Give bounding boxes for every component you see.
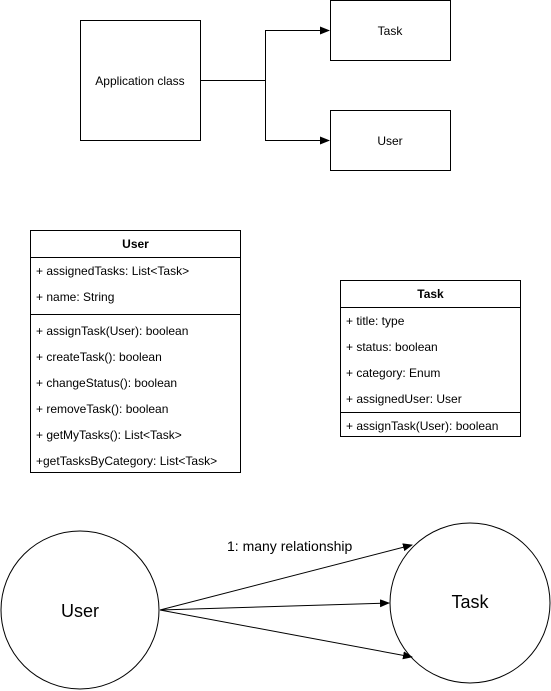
task-attribute: + category: Enum bbox=[346, 366, 441, 380]
task-class-name: Task bbox=[341, 281, 520, 308]
connector-application-to-task bbox=[200, 26, 330, 81]
user-methods: + assignTask(User): boolean + createTask… bbox=[31, 314, 240, 474]
user-method: + createTask(): boolean bbox=[36, 350, 162, 364]
relationship-arrow-middle bbox=[159, 599, 390, 611]
task-attribute: + status: boolean bbox=[346, 340, 438, 354]
task-methods: + assignTask(User): boolean bbox=[341, 412, 520, 439]
user-method: + removeTask(): boolean bbox=[36, 402, 169, 416]
task-uml-class: Task + title: type + status: boolean + c… bbox=[340, 280, 521, 437]
task-box-label: Task bbox=[378, 24, 404, 38]
user-class-name: User bbox=[31, 231, 240, 258]
user-method: +getTasksByCategory: List<Task> bbox=[36, 454, 218, 468]
user-method: + changeStatus(): boolean bbox=[36, 376, 178, 390]
connector-application-to-user bbox=[265, 80, 330, 145]
task-method: + assignTask(User): boolean bbox=[346, 419, 499, 433]
user-method: + assignTask(User): boolean bbox=[36, 324, 189, 338]
user-box-label: User bbox=[377, 134, 402, 148]
user-uml-class: User + assignedTasks: List<Task> + name:… bbox=[30, 230, 241, 473]
task-circle-label: Task bbox=[451, 592, 489, 612]
user-circle-label: User bbox=[61, 601, 99, 621]
user-attribute: + assignedTasks: List<Task> bbox=[36, 264, 190, 278]
user-circle bbox=[0, 530, 160, 690]
user-method: + getMyTasks(): List<Task> bbox=[36, 428, 182, 442]
relationship-label: 1: many relationship bbox=[227, 538, 353, 554]
application-class-label: Application class bbox=[95, 74, 184, 88]
user-box bbox=[330, 110, 451, 171]
relationship-arrow-top bbox=[159, 543, 413, 611]
task-attribute: + title: type bbox=[346, 314, 405, 328]
application-class-box bbox=[80, 20, 201, 141]
task-circle bbox=[389, 522, 551, 684]
user-attributes: + assignedTasks: List<Task> + name: Stri… bbox=[31, 258, 240, 314]
task-attribute: + assignedUser: User bbox=[346, 392, 462, 406]
user-attribute: + name: String bbox=[36, 290, 115, 304]
relationship-arrow-bottom bbox=[159, 609, 413, 660]
task-box bbox=[330, 0, 451, 61]
task-attributes: + title: type + status: boolean + catego… bbox=[341, 308, 520, 412]
